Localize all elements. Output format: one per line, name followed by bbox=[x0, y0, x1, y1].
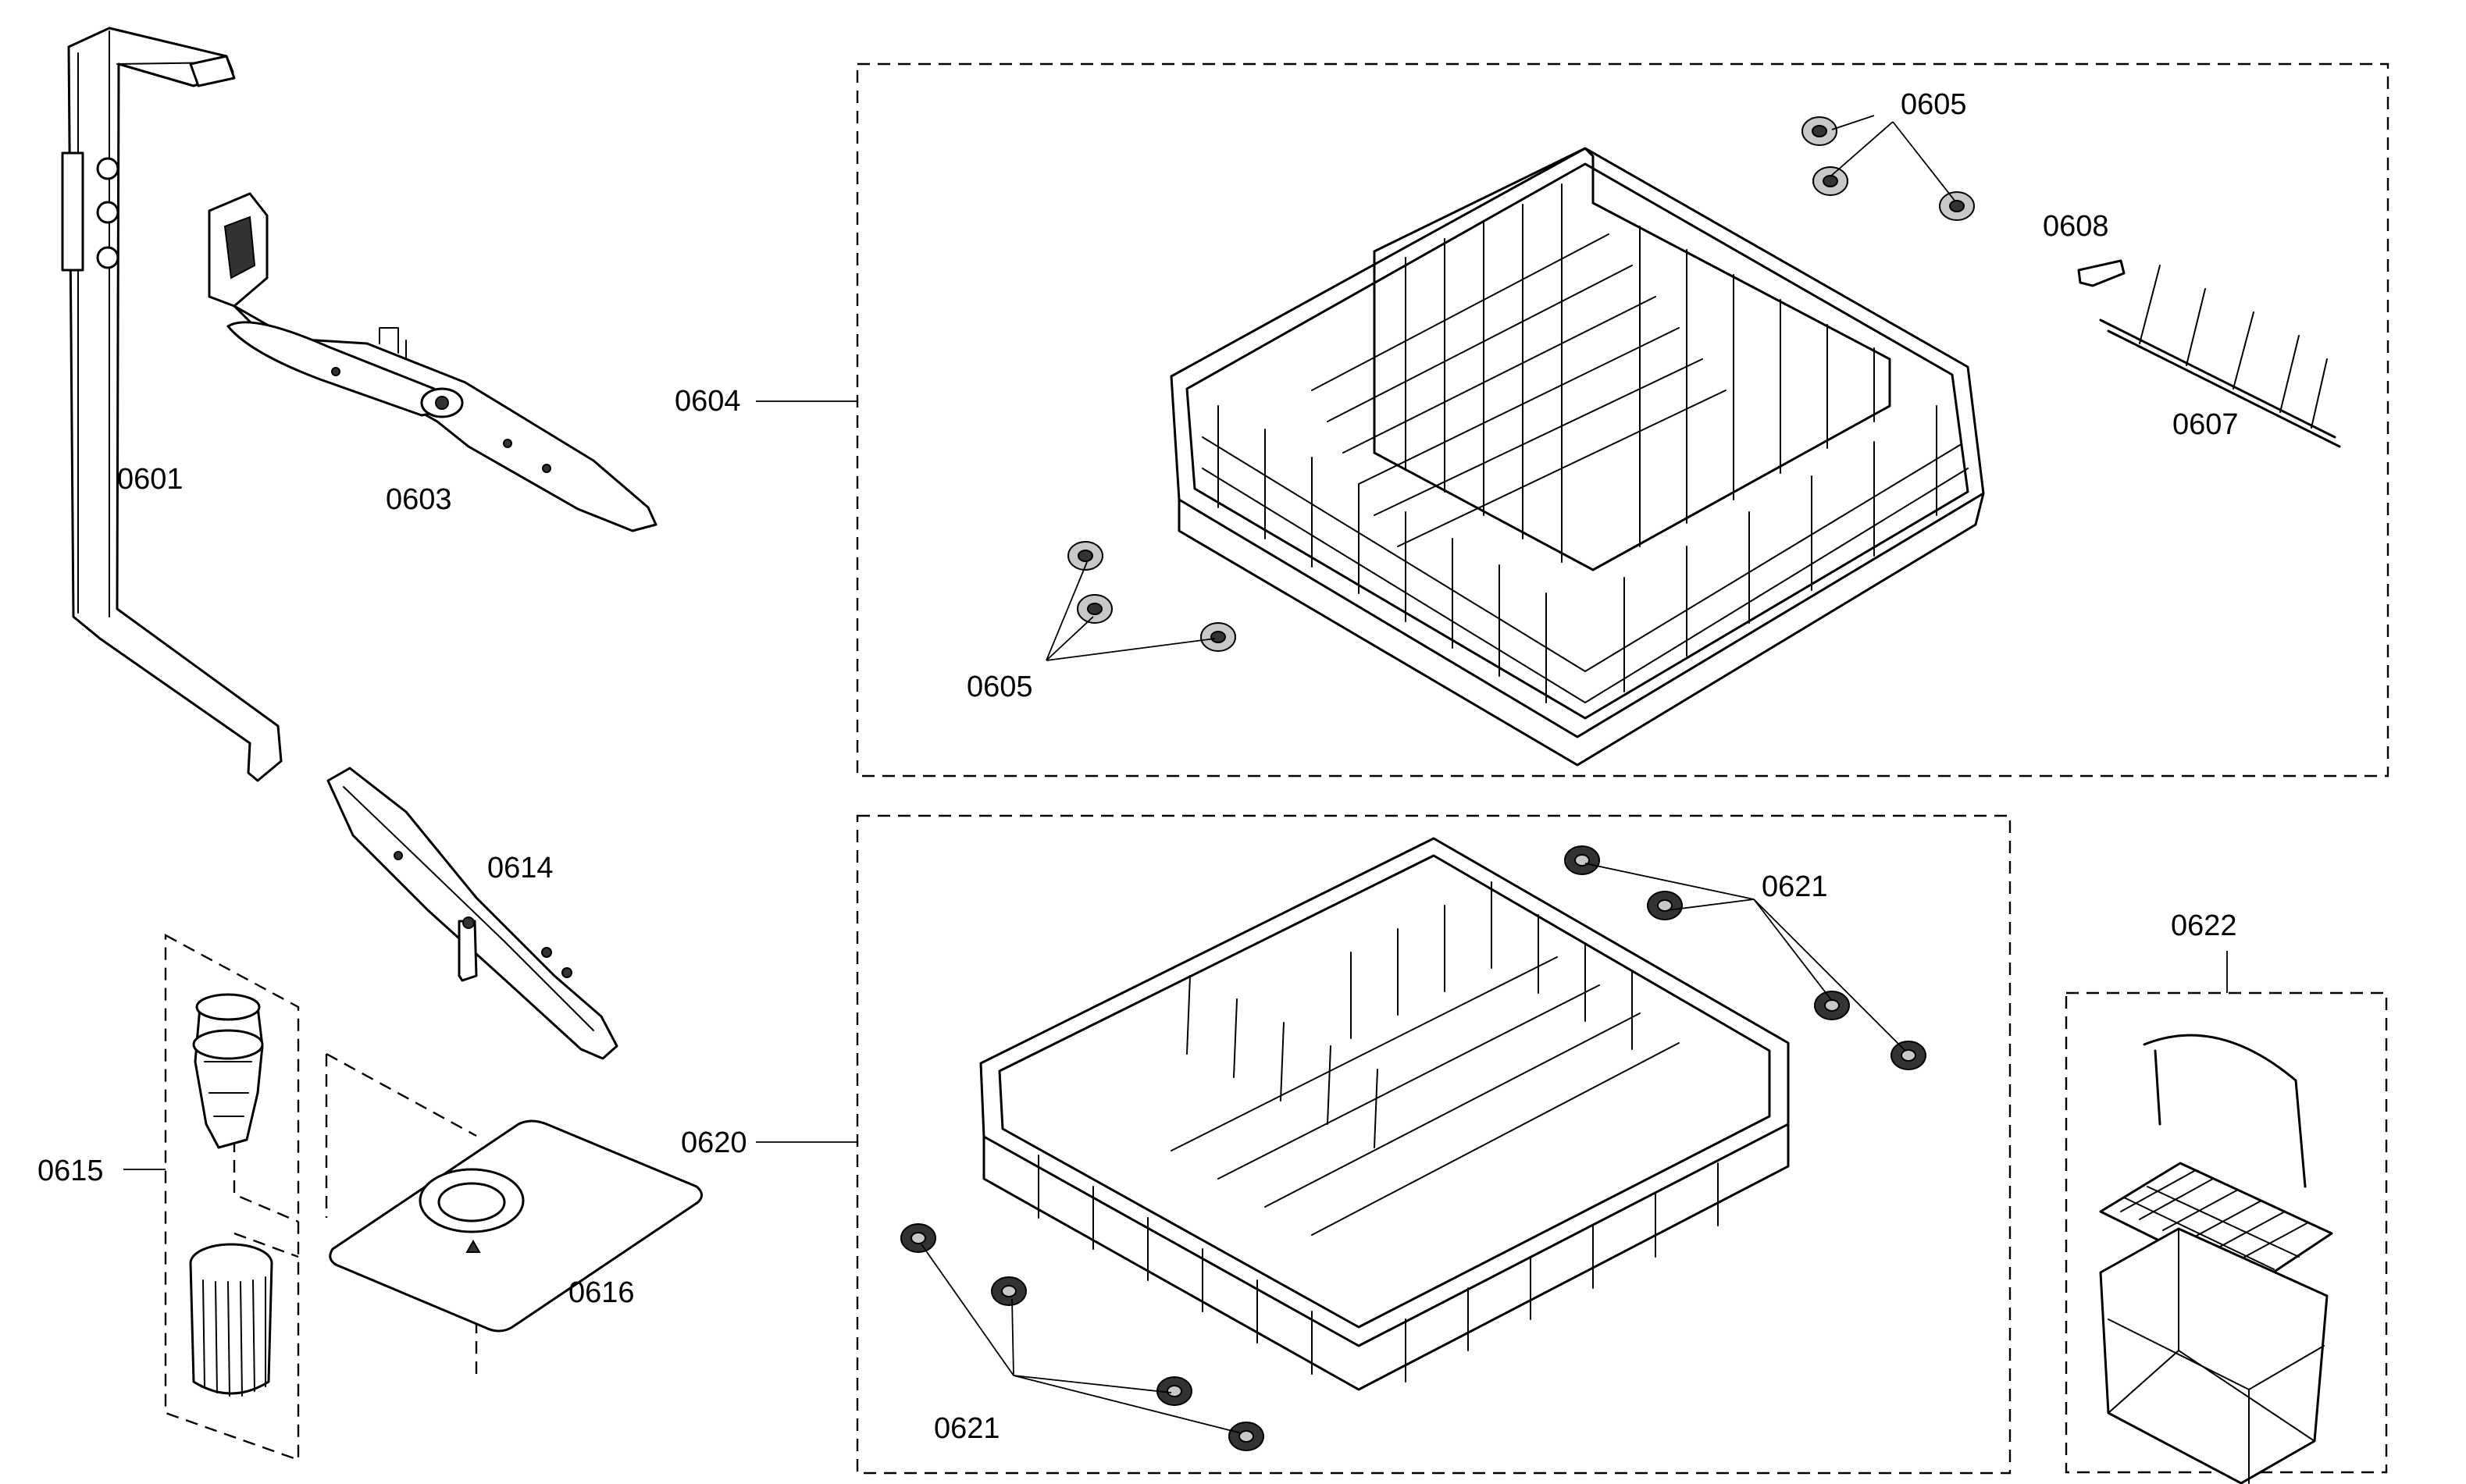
upper-spray-arm-0603 bbox=[208, 192, 657, 532]
label-0616: 0616 bbox=[568, 1276, 635, 1309]
filter-assembly-0615 bbox=[189, 993, 273, 1397]
label-0608: 0608 bbox=[2043, 210, 2109, 243]
filter-group-box bbox=[164, 933, 300, 1461]
label-0604: 0604 bbox=[675, 385, 741, 418]
label-0615: 0615 bbox=[37, 1155, 104, 1187]
lower-rack-group-box bbox=[856, 814, 2012, 1475]
label-0603: 0603 bbox=[386, 483, 452, 516]
clip-0608 bbox=[2077, 259, 2126, 287]
label-0614: 0614 bbox=[487, 852, 554, 884]
upper-rack-0604 bbox=[1170, 147, 1985, 767]
label-0607: 0607 bbox=[2172, 408, 2239, 441]
upper-rack-rollers-0605 bbox=[1067, 116, 1975, 652]
label-0605-top: 0605 bbox=[1901, 88, 1967, 121]
lower-spray-arm-0614 bbox=[326, 767, 618, 1060]
tine-row-0607 bbox=[2099, 265, 2341, 448]
leader-lines bbox=[123, 115, 2228, 1434]
label-0605-left: 0605 bbox=[967, 671, 1033, 703]
spray-supply-tube-0601 bbox=[61, 27, 283, 782]
label-0622: 0622 bbox=[2171, 909, 2237, 942]
cutlery-basket-0622 bbox=[2099, 1034, 2333, 1484]
label-0620: 0620 bbox=[681, 1126, 747, 1159]
micro-filter-0616 bbox=[329, 1119, 703, 1333]
label-0601: 0601 bbox=[117, 463, 184, 496]
filter-inner-dashes bbox=[233, 1052, 478, 1374]
lower-rack-rollers-0621 bbox=[900, 845, 1926, 1451]
label-0621-left: 0621 bbox=[934, 1412, 1000, 1445]
lower-rack-0620 bbox=[979, 837, 1790, 1391]
label-0621-right: 0621 bbox=[1762, 870, 1828, 903]
upper-rack-group-box bbox=[856, 62, 2389, 778]
